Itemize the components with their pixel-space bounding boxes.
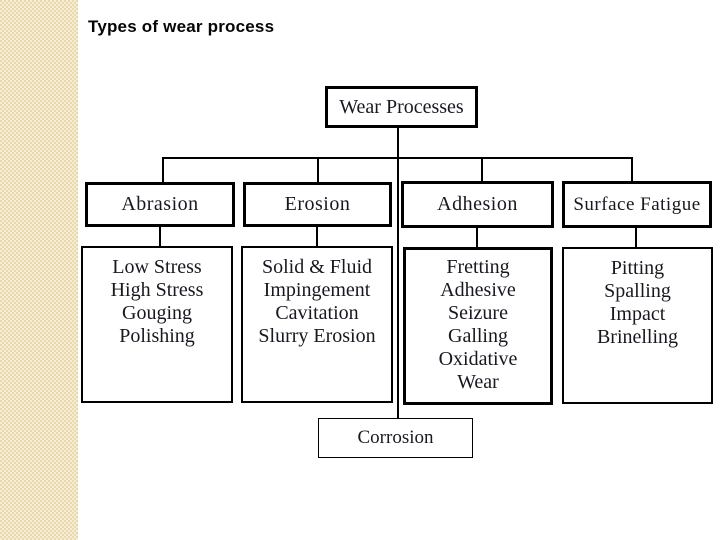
subtype-line: Cavitation	[275, 302, 359, 324]
node-adhesion: Adhesion	[401, 181, 554, 228]
subtype-line: Galling	[448, 325, 508, 347]
connector-stub-erosion	[316, 226, 318, 247]
subtype-line: Adhesive	[440, 279, 516, 301]
subtype-line: Impact	[609, 303, 666, 325]
subtype-line: Brinelling	[596, 326, 679, 348]
subtype-line: Pitting	[610, 257, 665, 279]
node-wear-processes: Wear Processes	[325, 86, 478, 128]
node-surface-fatigue: Surface Fatigue	[562, 181, 712, 228]
subtype-line: Low Stress	[112, 256, 202, 278]
subtype-line: Impingement	[263, 279, 371, 301]
node-corrosion: Corrosion	[318, 418, 473, 458]
connector-drop-adhesion	[481, 158, 483, 182]
connector-trunk	[397, 127, 399, 418]
subtype-line: Polishing	[119, 325, 195, 347]
node-abrasion: Abrasion	[85, 182, 235, 227]
node-erosion: Erosion	[243, 182, 392, 227]
connector-drop-abrasion	[162, 158, 164, 182]
subtype-line: Seizure	[448, 302, 508, 324]
subtype-line: Spalling	[604, 280, 671, 302]
subtype-line: Solid & Fluid	[261, 256, 373, 278]
connector-stub-adhesion	[476, 226, 478, 247]
connector-horizontal-bar	[162, 157, 633, 159]
subtype-line: Wear	[457, 371, 499, 393]
subtype-line: Gouging	[122, 302, 192, 324]
connector-drop-erosion	[317, 158, 319, 182]
side-strip-decoration	[0, 0, 78, 540]
subtype-line: Fretting	[446, 256, 510, 278]
connector-drop-surface-fatigue	[631, 158, 633, 182]
subtype-line: Oxidative	[438, 348, 518, 370]
subtype-line: High Stress	[110, 279, 204, 301]
slide-title: Types of wear process	[88, 17, 275, 36]
subtype-line: Slurry Erosion	[258, 325, 376, 347]
connector-stub-abrasion	[159, 226, 161, 247]
connector-stub-surface-fatigue	[635, 226, 637, 247]
